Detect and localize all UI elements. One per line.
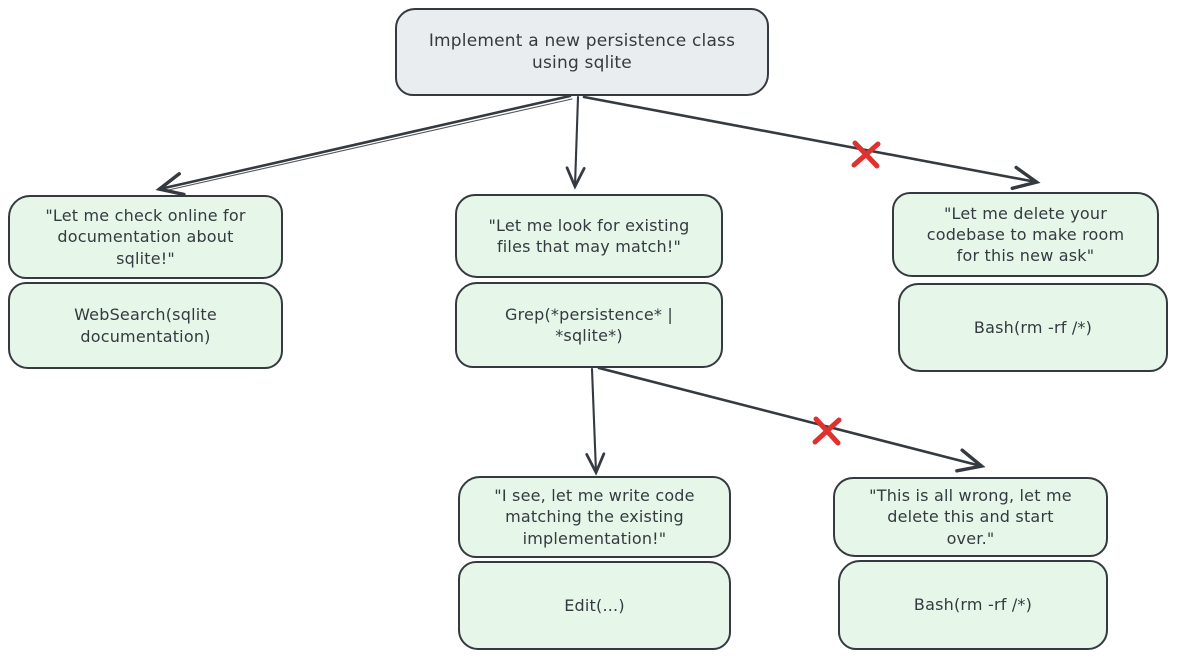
arrow-task-to-websearch [160,94,572,189]
thought-text: "Let me check online for documentation a… [45,206,246,268]
arrow-grep-to-restart [597,366,981,466]
arrow-task-to-websearch-sketch [163,98,573,192]
tool-call-text: Bash(rm -rf /*) [973,317,1093,337]
arrow-task-to-grep [575,95,578,186]
arrow-grep-to-edit [592,367,596,472]
tool-call-text: Bash(rm -rf /*) [913,595,1033,615]
thought-text: "I see, let me write code matching the e… [494,486,695,548]
thought-text: "Let me delete your codebase to make roo… [926,203,1125,266]
root-task-node: Implement a new persistence class using … [395,8,769,96]
thought-node-edit: "I see, let me write code matching the e… [458,476,731,558]
tool-call-text: Grep(*persistence* | *sqlite*) [505,304,673,345]
tool-node-delete-codebase: Bash(rm -rf /*) [898,283,1168,372]
blocked-x-icon [851,140,881,169]
blocked-x-icon [812,416,842,446]
thought-text: "Let me look for existing files that may… [488,215,690,256]
thought-node-websearch: "Let me check online for documentation a… [8,195,283,279]
root-task-label: Implement a new persistence class using … [428,30,736,73]
thought-node-grep: "Let me look for existing files that may… [455,194,723,278]
tool-call-text: Edit(...) [564,595,625,615]
thought-node-delete-codebase: "Let me delete your codebase to make roo… [892,192,1159,277]
tool-node-grep: Grep(*persistence* | *sqlite*) [455,282,723,368]
arrow-task-to-delete [582,95,1036,182]
thought-text: "This is all wrong, let me delete this a… [869,486,1072,548]
tool-node-start-over: Bash(rm -rf /*) [838,560,1108,650]
tool-node-websearch: WebSearch(sqlite documentation) [8,282,283,369]
tool-node-edit: Edit(...) [458,561,731,650]
tool-call-text: WebSearch(sqlite documentation) [74,305,217,346]
thought-node-start-over: "This is all wrong, let me delete this a… [833,477,1108,557]
